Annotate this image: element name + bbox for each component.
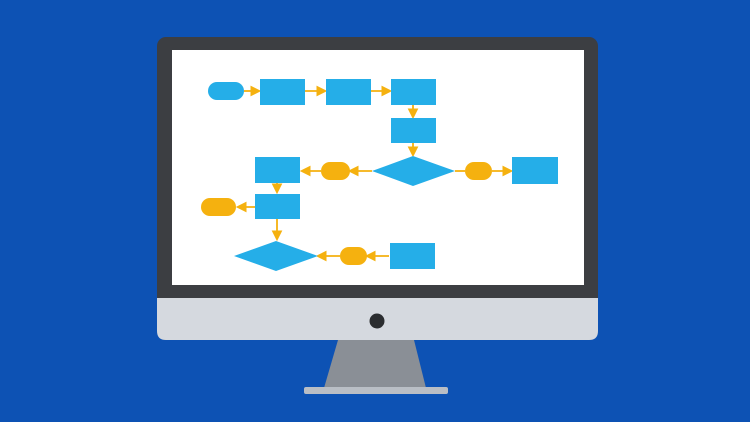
- node-connector-c4: [340, 247, 367, 265]
- node-process-p5: [512, 157, 558, 184]
- node-process-p4: [391, 118, 436, 143]
- node-process-p3: [391, 79, 436, 105]
- monitor-stand: [324, 340, 426, 388]
- flowchart-edges: [235, 85, 514, 262]
- node-process-p6: [255, 157, 300, 183]
- flowchart-nodes: [201, 79, 558, 271]
- camera-dot-icon: [369, 313, 385, 329]
- node-decision-d2: [234, 241, 318, 271]
- node-decision-d1: [372, 156, 455, 186]
- node-process-p1: [260, 79, 305, 105]
- node-start-terminal: [208, 82, 244, 100]
- monitor-stand-base: [304, 387, 448, 394]
- node-connector-c3: [201, 198, 236, 216]
- node-process-p8: [390, 243, 435, 269]
- node-connector-c1: [321, 162, 350, 180]
- node-process-p2: [326, 79, 371, 105]
- node-connector-c2: [465, 162, 492, 180]
- node-process-p7: [255, 194, 300, 219]
